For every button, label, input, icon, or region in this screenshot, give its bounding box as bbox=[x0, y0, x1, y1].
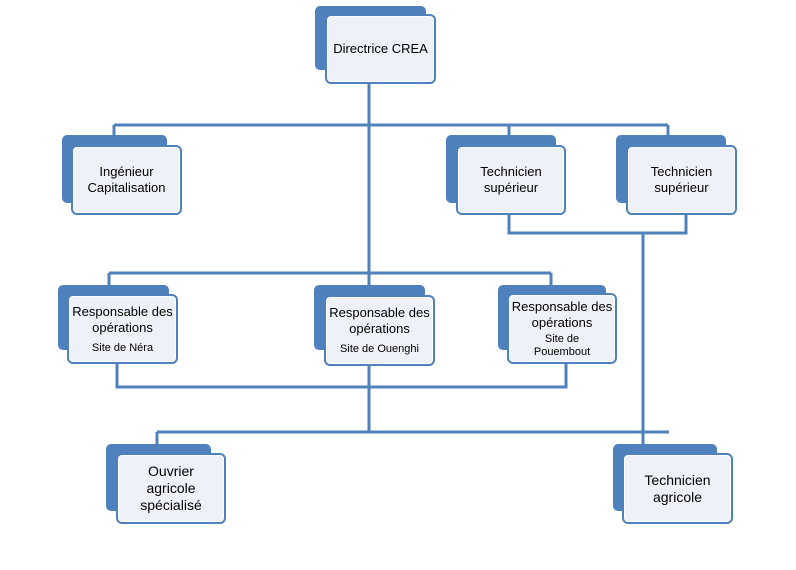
site-label: Site de Néra bbox=[91, 341, 154, 354]
site-label: Site de Ouenghi bbox=[340, 343, 419, 355]
connector-resp-join bbox=[115, 364, 568, 389]
connector-tech-sup-join bbox=[507, 214, 688, 235]
node-label-line: agricole bbox=[652, 488, 703, 505]
node-label-line: opérations bbox=[531, 314, 593, 330]
site-label: Pouembout bbox=[533, 345, 591, 358]
node-label-line: Responsable des bbox=[511, 298, 613, 314]
node-label-line: spécialisé bbox=[140, 497, 202, 513]
node-label-line: Technicien bbox=[650, 164, 713, 179]
node-label-line: Ouvrier bbox=[148, 463, 194, 479]
node-label-line: Technicien bbox=[644, 471, 711, 488]
node-label-line: Responsable des bbox=[72, 303, 173, 319]
node-label-line: supérieur bbox=[483, 180, 539, 195]
node-label-line: agricole bbox=[146, 480, 196, 496]
node-label-line: Capitalisation bbox=[87, 180, 166, 195]
node-label-line: supérieur bbox=[654, 180, 709, 195]
node-label-line: Responsable des bbox=[329, 305, 430, 320]
node-label-line: Ingénieur bbox=[99, 164, 154, 179]
node-label-line: opérations bbox=[92, 319, 153, 335]
site-label: Site de bbox=[544, 332, 580, 345]
node-label-line: Technicien bbox=[480, 164, 542, 179]
node-label-line: opérations bbox=[349, 321, 410, 336]
node-label: Directrice CREA bbox=[333, 41, 428, 56]
